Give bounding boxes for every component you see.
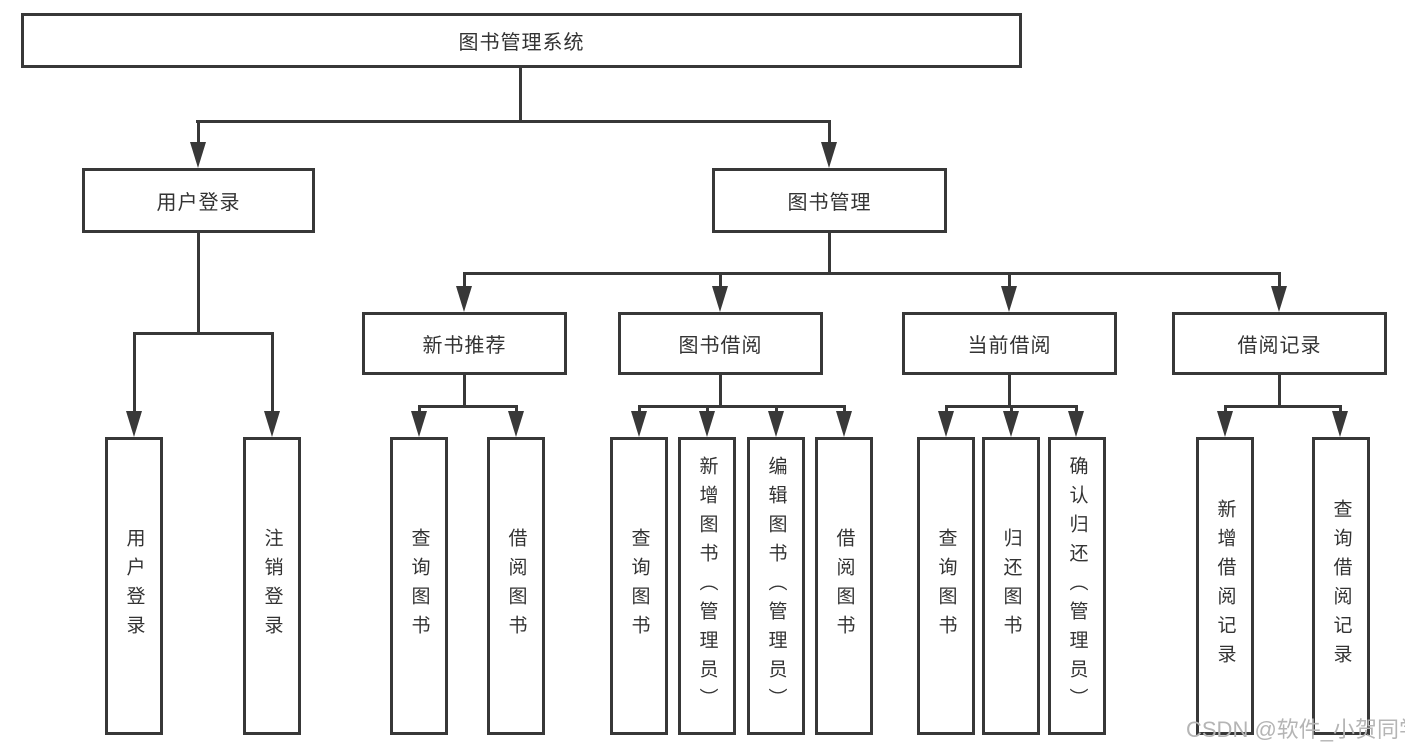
leaf-query-borrow-record: 查询借阅记录 [1312,437,1370,735]
node-label: 图书管理系统 [458,32,585,54]
node-label: 查询图书 [935,528,957,644]
connector-line [1008,272,1011,288]
node-label: 借阅图书 [833,528,855,644]
connector-line [515,405,518,413]
node-label: 编辑图书（管理员） [765,455,787,717]
arrow-down-icon [768,411,784,437]
node-label: 借阅记录 [1237,335,1322,357]
arrow-down-icon [1332,411,1348,437]
connector-line [463,375,466,406]
leaf-add-books-admin: 新增图书（管理员） [678,437,736,735]
node-label: 查询图书 [408,528,430,644]
connector-line [133,332,274,335]
node-label: 用户登录 [123,528,145,644]
node-label: 查询图书 [628,528,650,644]
arrow-down-icon [836,411,852,437]
connector-line [519,68,522,121]
leaf-query-books-1: 查询图书 [390,437,448,735]
connector-line [1008,375,1011,406]
connector-line [197,120,200,145]
connector-line [418,405,518,408]
node-label: 新增借阅记录 [1214,499,1236,673]
connector-line [719,272,722,288]
connector-line [843,405,846,413]
connector-line [463,272,466,288]
connector-line [133,332,136,412]
connector-line [706,405,709,413]
arrow-down-icon [699,411,715,437]
connector-line [719,375,722,406]
connector-line [828,233,831,274]
node-label: 确认归还（管理员） [1066,455,1088,717]
connector-line [1339,405,1342,413]
connector-line [1278,375,1281,406]
connector-line [1278,272,1281,288]
arrow-down-icon [190,142,206,168]
connector-line [1224,405,1342,408]
leaf-query-books-3: 查询图书 [917,437,975,735]
leaf-borrow-books-2: 借阅图书 [815,437,873,735]
connector-line [1224,405,1227,413]
node-label: 借阅图书 [505,528,527,644]
arrow-down-icon [508,411,524,437]
connector-line [638,405,846,408]
leaf-confirm-return-admin: 确认归还（管理员） [1048,437,1106,735]
node-label: 图书借阅 [678,335,763,357]
leaf-add-borrow-record: 新增借阅记录 [1196,437,1254,735]
connector-line [271,332,274,412]
node-user-login: 用户登录 [82,168,315,233]
node-label: 图书管理 [787,192,872,214]
csdn-watermark: CSDN @软件_小贺同学 [1186,717,1405,742]
connector-line [1075,405,1078,413]
arrow-down-icon [126,411,142,437]
node-library-management-system: 图书管理系统 [21,13,1022,68]
leaf-query-books-2: 查询图书 [610,437,668,735]
leaf-borrow-books-1: 借阅图书 [487,437,545,735]
node-label: 当前借阅 [967,335,1052,357]
node-label: 新书推荐 [422,335,507,357]
leaf-user-login: 用户登录 [105,437,163,735]
arrow-down-icon [456,286,472,312]
leaf-edit-books-admin: 编辑图书（管理员） [747,437,805,735]
node-label: 用户登录 [156,192,241,214]
connector-line [196,120,831,123]
arrow-down-icon [712,286,728,312]
arrow-down-icon [411,411,427,437]
connector-line [638,405,641,413]
node-book-borrowing: 图书借阅 [618,312,823,375]
arrow-down-icon [1068,411,1084,437]
connector-line [828,120,831,145]
node-new-book-recommend: 新书推荐 [362,312,567,375]
arrow-down-icon [1001,286,1017,312]
arrow-down-icon [1271,286,1287,312]
leaf-logout: 注销登录 [243,437,301,735]
connector-line [197,233,200,333]
node-book-management: 图书管理 [712,168,947,233]
node-label: 注销登录 [261,528,283,644]
connector-line [1010,405,1013,413]
connector-line [463,272,1281,275]
connector-line [945,405,948,413]
arrow-down-icon [938,411,954,437]
arrow-down-icon [821,142,837,168]
node-label: 新增图书（管理员） [696,455,718,717]
connector-line [418,405,421,413]
node-current-borrowing: 当前借阅 [902,312,1117,375]
arrow-down-icon [264,411,280,437]
node-label: 归还图书 [1000,528,1022,644]
leaf-return-books: 归还图书 [982,437,1040,735]
arrow-down-icon [1217,411,1233,437]
node-label: 查询借阅记录 [1330,499,1352,673]
arrow-down-icon [631,411,647,437]
connector-line [775,405,778,413]
arrow-down-icon [1003,411,1019,437]
node-borrowing-records: 借阅记录 [1172,312,1387,375]
